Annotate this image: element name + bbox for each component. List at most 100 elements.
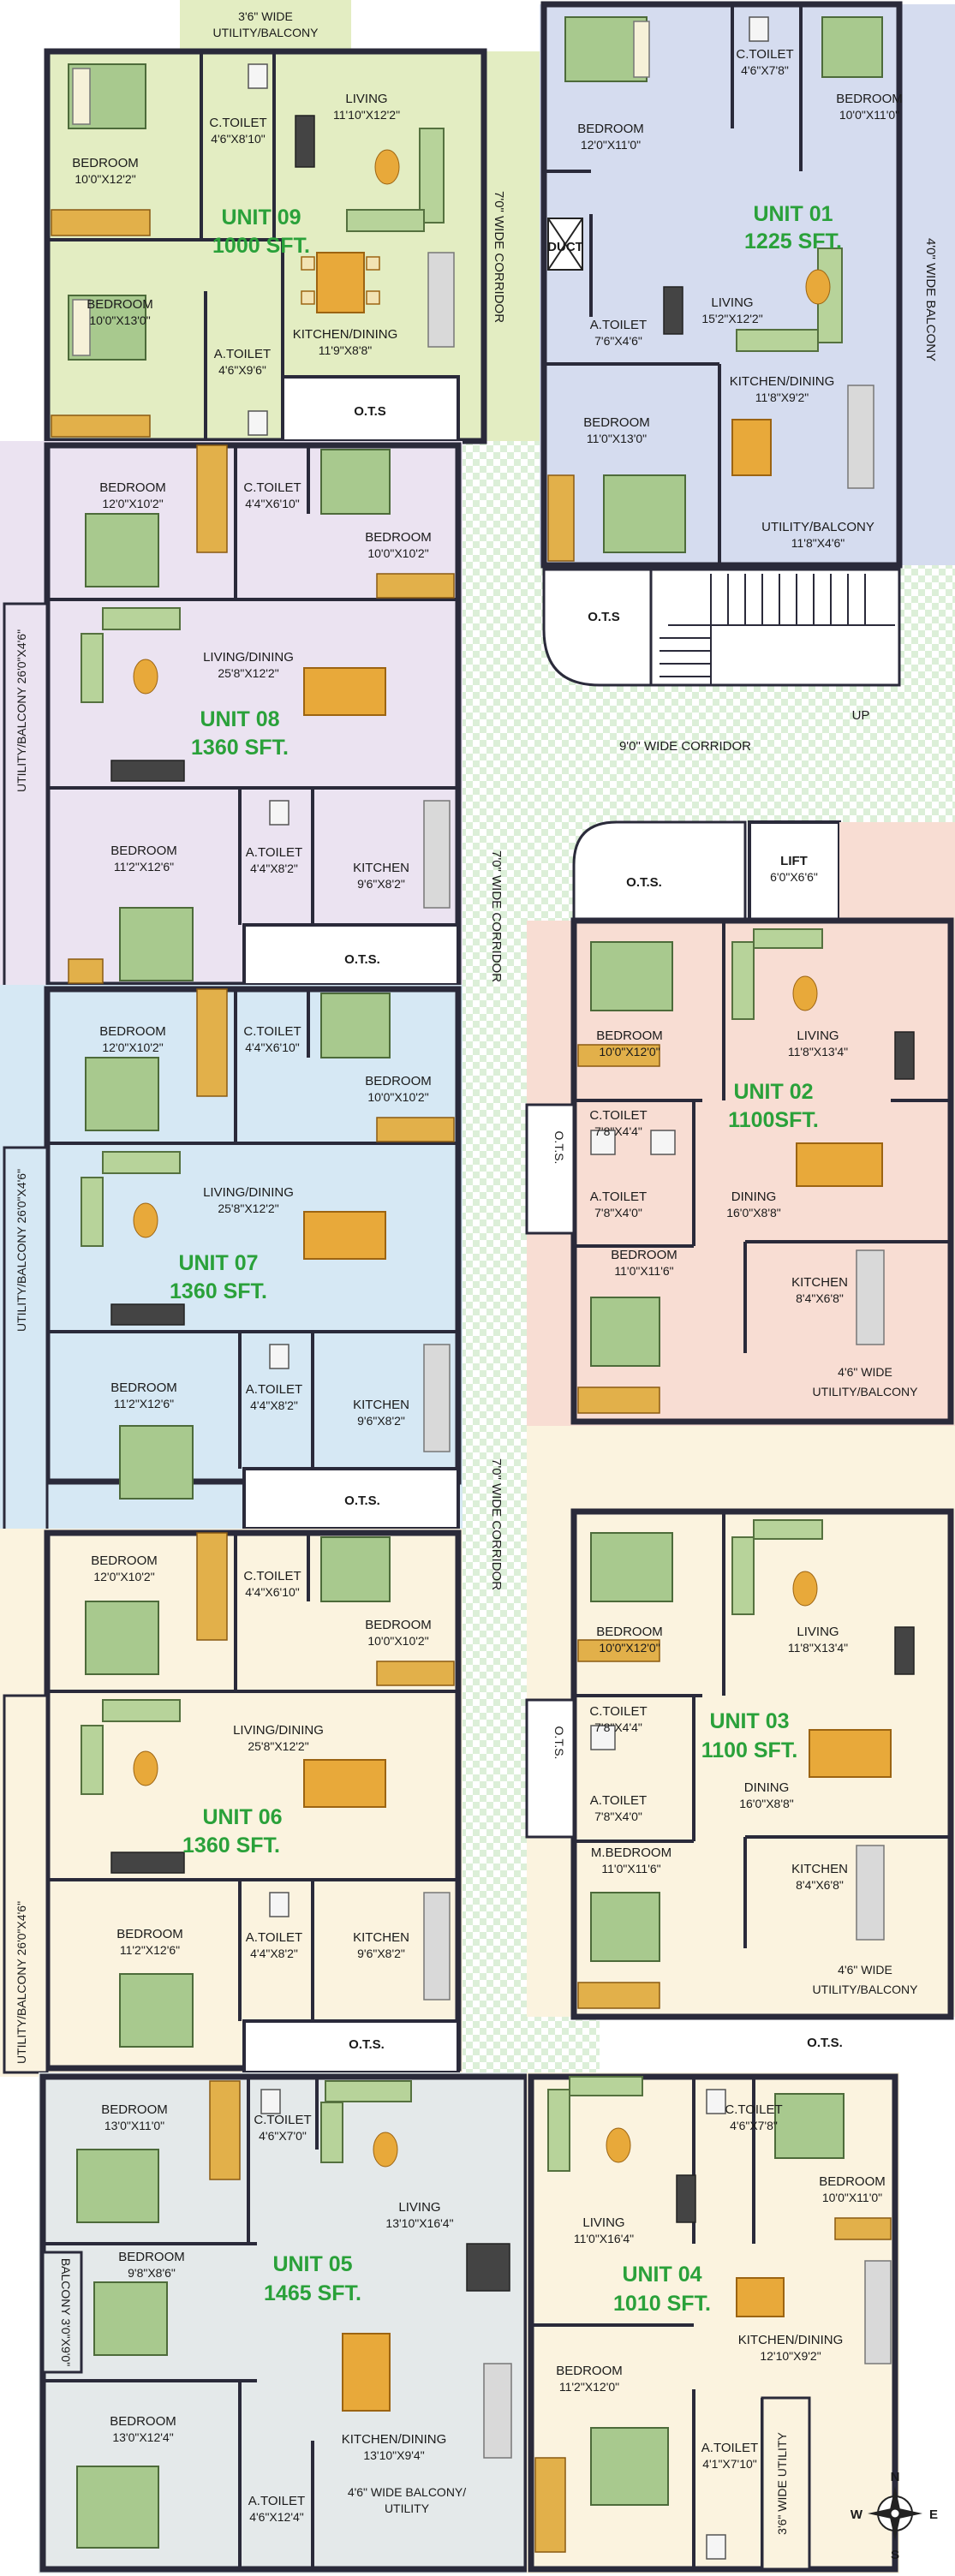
u07-bedroom1-label: BEDROOM <box>99 1024 166 1039</box>
compass-w: W <box>851 2507 863 2522</box>
u07-atoilet-label: A.TOILET <box>246 1382 302 1397</box>
u07-living-dim: 25'8"X12'2" <box>218 1202 278 1215</box>
u07-ctoilet-dim: 4'4"X6'10" <box>245 1041 300 1054</box>
u02-ctoilet-dim: 7'8"X4'4" <box>594 1124 642 1138</box>
u07-bedroom3-label: BEDROOM <box>110 1380 177 1395</box>
u02-atoilet-dim: 7'8"X4'0" <box>594 1206 642 1219</box>
u09-ctoilet-label: C.TOILET <box>209 116 266 130</box>
u02-utility-label-2: UTILITY/BALCONY <box>813 1385 919 1398</box>
corridor-label-upper: 7'0" WIDE CORRIDOR <box>492 191 506 323</box>
u07-unit-area: 1360 SFT. <box>170 1279 267 1303</box>
u01-utility-label: UTILITY/BALCONY <box>761 520 874 534</box>
u03-atoilet-dim: 7'8"X4'0" <box>594 1810 642 1823</box>
corridor-label-middle: 7'0" WIDE CORRIDOR <box>489 850 504 982</box>
u02-bedroom1-dim: 10'0"X12'0" <box>599 1045 660 1058</box>
u04-bedroom2-dim: 11'2"X12'0" <box>559 2380 619 2394</box>
u03-living-label: LIVING <box>797 1625 839 1639</box>
u05-ctoilet-label: C.TOILET <box>254 2113 311 2127</box>
u08-bedroom1-label: BEDROOM <box>99 480 166 495</box>
u02-kitchen-label: KITCHEN <box>791 1275 848 1290</box>
compass-e: E <box>929 2507 938 2522</box>
u09-atoilet-dim: 4'6"X9'6" <box>218 363 266 377</box>
u05-bedroom2-dim: 9'8"X8'6" <box>128 2266 176 2280</box>
u06-atoilet-label: A.TOILET <box>246 1930 302 1945</box>
u04-kitchen-label: KITCHEN/DINING <box>738 2333 844 2347</box>
u02-ots-side-label: O.T.S. <box>552 1131 566 1165</box>
u04-living-label: LIVING <box>582 2215 624 2230</box>
up-label: UP <box>852 708 870 723</box>
u02-utility-label-1: 4'6" WIDE <box>838 1365 892 1379</box>
u01-atoilet-label: A.TOILET <box>590 318 647 332</box>
u06-ctoilet-dim: 4'4"X6'10" <box>245 1585 300 1599</box>
u01-bedroom1-dim: 12'0"X11'0" <box>581 138 641 152</box>
unit-09: 3'6" WIDE UTILITY/BALCONY BEDROOM 10'0"X… <box>44 0 540 444</box>
u01-kitchen-label: KITCHEN/DINING <box>730 374 835 389</box>
u07-bedroom2-label: BEDROOM <box>365 1074 432 1088</box>
u08-kitchen-dim: 9'6"X8'2" <box>357 877 405 891</box>
u04-kitchen-dim: 12'10"X9'2" <box>760 2349 821 2363</box>
u06-bedroom2-dim: 10'0"X10'2" <box>367 1634 428 1648</box>
u02-kitchen-dim: 8'4"X6'8" <box>796 1291 844 1305</box>
u09-balcony-label-1: 3'6" WIDE <box>238 9 293 23</box>
u06-ots-label: O.T.S. <box>349 2037 385 2052</box>
u08-bedroom2-dim: 10'0"X10'2" <box>367 546 428 560</box>
u03-kitchen-dim: 8'4"X6'8" <box>796 1878 844 1892</box>
u06-living-label: LIVING/DINING <box>233 1723 324 1738</box>
u07-ctoilet-label: C.TOILET <box>243 1024 301 1039</box>
u08-bedroom3-dim: 11'2"X12'6" <box>114 860 174 874</box>
u08-ots-label: O.T.S. <box>344 952 380 967</box>
u02-atoilet-label: A.TOILET <box>590 1190 647 1204</box>
u09-balcony-label-2: UTILITY/BALCONY <box>213 26 319 39</box>
u04-bedroom1-dim: 10'0"X11'0" <box>822 2191 882 2204</box>
u01-bedroom1-label: BEDROOM <box>577 122 644 136</box>
u06-living-dim: 25'8"X12'2" <box>248 1739 308 1753</box>
u08-utility-label: UTILITY/BALCONY 26'0"X4'6" <box>15 629 28 792</box>
u09-kitchen-label: KITCHEN/DINING <box>293 327 398 342</box>
corridor-label-9ft: 9'0" WIDE CORRIDOR <box>619 739 751 754</box>
u09-bedroom2-dim: 10'0"X13'0" <box>89 313 150 327</box>
u01-duct-label: DUCT <box>547 240 583 254</box>
u04-bedroom1-label: BEDROOM <box>819 2174 886 2189</box>
u08-atoilet-dim: 4'4"X8'2" <box>250 862 298 875</box>
u03-ctoilet-label: C.TOILET <box>589 1704 647 1719</box>
u03-ctoilet-dim: 7'8"X4'4" <box>594 1720 642 1734</box>
u01-ctoilet-dim: 4'6"X7'8" <box>741 63 789 77</box>
u05-balcony-label: BALCONY 3'0"X9'0" <box>59 2258 73 2366</box>
u02-living-label: LIVING <box>797 1029 839 1043</box>
u01-atoilet-dim: 7'6"X4'6" <box>594 334 642 348</box>
u06-bedroom3-label: BEDROOM <box>116 1927 183 1941</box>
u08-unit-area: 1360 SFT. <box>191 736 289 760</box>
u04-atoilet-dim: 4'1"X7'10" <box>702 2457 757 2471</box>
u09-bedroom2-label: BEDROOM <box>87 297 153 312</box>
u09-kitchen-dim: 11'9"X8'8" <box>319 343 373 357</box>
unit-07: BEDROOM 12'0"X10'2" C.TOILET 4'4"X6'10" … <box>0 985 463 1535</box>
u05-atoilet-label: A.TOILET <box>248 2494 305 2508</box>
unit-01: BEDROOM 12'0"X11'0" C.TOILET 4'6"X7'8" B… <box>540 1 955 569</box>
u03-dining-dim: 16'0"X8'8" <box>739 1797 794 1810</box>
u08-living-dim: 25'8"X12'2" <box>218 666 278 680</box>
u07-bedroom3-dim: 11'2"X12'6" <box>114 1397 174 1410</box>
u05-bedroom3-dim: 13'0"X12'4" <box>112 2430 173 2444</box>
u02-ots-label: O.T.S. <box>626 875 662 890</box>
u07-kitchen-label: KITCHEN <box>353 1398 409 1412</box>
u05-utility-label-1: 4'6" WIDE BALCONY/ <box>348 2485 466 2499</box>
u02-dining-label: DINING <box>731 1190 777 1204</box>
u01-bedroom2-label: BEDROOM <box>836 92 903 106</box>
u04-utility-label: 3'6" WIDE UTILITY <box>775 2432 789 2535</box>
u01-bedroom3-dim: 11'0"X13'0" <box>587 432 647 445</box>
u05-unit-name: UNIT 05 <box>272 2252 352 2276</box>
unit-02: O.T.S. LIFT 6'0"X6'6" BEDROOM 10'0"X12'0… <box>525 820 955 1426</box>
u04-bedroom2-label: BEDROOM <box>556 2364 623 2378</box>
u05-living-label: LIVING <box>398 2200 440 2215</box>
u02-unit-name: UNIT 02 <box>733 1080 813 1104</box>
u02-bedroom2-dim: 11'0"X11'6" <box>614 1264 673 1278</box>
u05-living-dim: 13'10"X16'4" <box>385 2216 453 2230</box>
u08-living-label: LIVING/DINING <box>203 650 294 665</box>
u03-utility-label-2: UTILITY/BALCONY <box>813 1983 919 1996</box>
u05-kitchen-dim: 13'10"X9'4" <box>363 2448 424 2462</box>
u03-unit-area: 1100 SFT. <box>701 1738 798 1762</box>
u03-atoilet-label: A.TOILET <box>590 1793 647 1808</box>
u06-utility-label: UTILITY/BALCONY 26'0"X4'6" <box>15 1901 28 2064</box>
u03-bedroom2-label: M.BEDROOM <box>591 1846 671 1860</box>
